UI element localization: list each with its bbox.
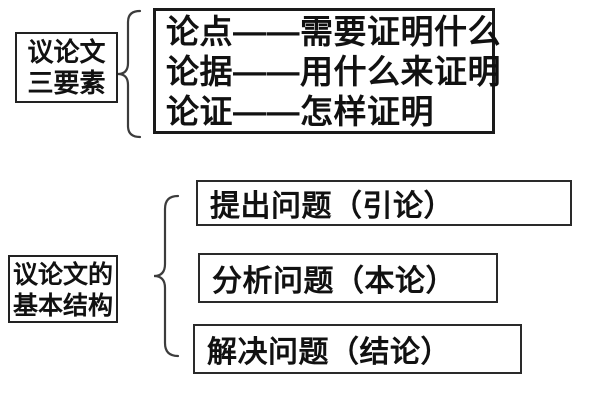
- bottom-label-line-1: 议论文的: [12, 261, 113, 289]
- element-line-lunzheng: 论证——怎样证明: [166, 93, 434, 130]
- element-line-lunju: 论据——用什么来证明: [166, 53, 501, 90]
- bottom-label-line-2: 基本结构: [12, 292, 113, 320]
- structure-step-introduction-box: 提出问题（引论）: [196, 180, 572, 226]
- structure-step-body-box: 分析问题（本论）: [198, 253, 498, 303]
- top-label-line-2: 三要素: [27, 68, 106, 98]
- top-label-line-1: 议论文: [27, 37, 106, 67]
- curly-brace-bottom-icon: [153, 194, 180, 358]
- structure-step-conclusion-box: 解决问题（结论）: [193, 324, 522, 374]
- curly-brace-top-icon: [117, 9, 142, 139]
- element-line-lundian: 论点——需要证明什么: [166, 13, 501, 50]
- bottom-section-label-box: 议论文的 基本结构: [8, 255, 118, 323]
- structure-step-conclusion-label: 解决问题（结论）: [207, 336, 451, 369]
- structure-step-introduction-label: 提出问题（引论）: [210, 190, 454, 223]
- top-section-label-box: 议论文 三要素: [15, 32, 118, 103]
- top-section-items-box: 论点——需要证明什么 论据——用什么来证明 论证——怎样证明: [153, 8, 501, 134]
- structure-step-body-label: 分析问题（本论）: [212, 265, 456, 298]
